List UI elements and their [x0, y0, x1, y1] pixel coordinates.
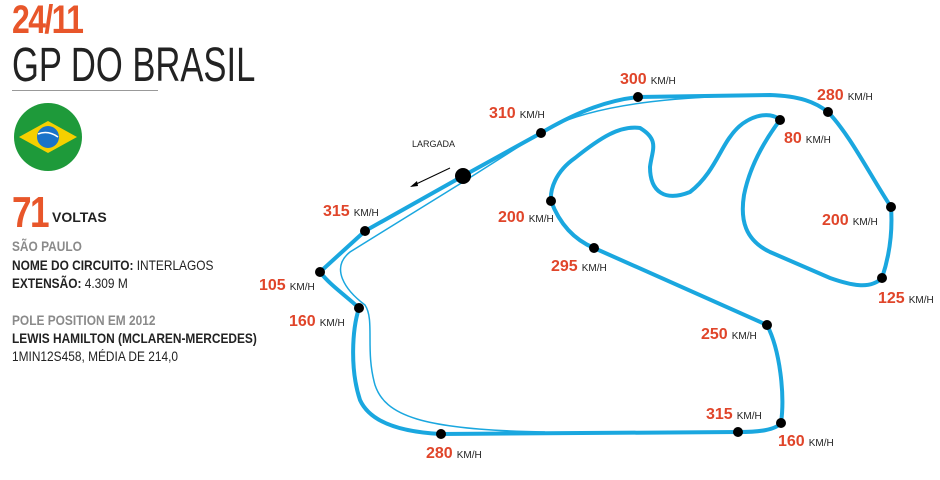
length-value: 4.309 M — [84, 275, 128, 291]
city: SÃO PAULO — [12, 238, 82, 254]
speed-points — [315, 92, 896, 439]
length-label: EXTENSÃO: — [12, 275, 82, 291]
direction-arrow — [411, 167, 451, 187]
point — [589, 243, 599, 253]
start-point — [455, 168, 471, 184]
circuit-label: NOME DO CIRCUITO: — [12, 257, 134, 273]
point — [546, 196, 556, 206]
divider — [12, 90, 158, 91]
point — [823, 107, 833, 117]
circuit-value: INTERLAGOS — [136, 257, 214, 273]
pole-title: POLE POSITION EM 2012 — [12, 312, 156, 328]
laps-count: 71 — [12, 188, 50, 237]
point — [886, 202, 896, 212]
point — [733, 427, 743, 437]
point — [633, 92, 643, 102]
race-date: 24/11 — [12, 0, 84, 42]
point — [776, 418, 786, 428]
point — [360, 226, 370, 236]
point — [536, 128, 546, 138]
circuit-length: EXTENSÃO: 4.309 M — [12, 275, 128, 291]
pole-driver: LEWIS HAMILTON (MCLAREN-MERCEDES) — [12, 330, 257, 346]
page-title: GP DO BRASIL — [12, 39, 256, 92]
pole-time: 1MIN12S458, MÉDIA DE 214,0 — [12, 348, 179, 364]
point — [762, 320, 772, 330]
laps-label: VOLTAS — [52, 209, 107, 225]
brazil-flag-icon — [14, 103, 82, 171]
pit-lane — [339, 94, 771, 433]
point — [315, 267, 325, 277]
point — [775, 115, 785, 125]
circuit-name: NOME DO CIRCUITO: INTERLAGOS — [12, 257, 213, 273]
start-label: LARGADA — [412, 139, 456, 149]
point — [877, 273, 887, 283]
point — [354, 303, 364, 313]
point — [436, 429, 446, 439]
